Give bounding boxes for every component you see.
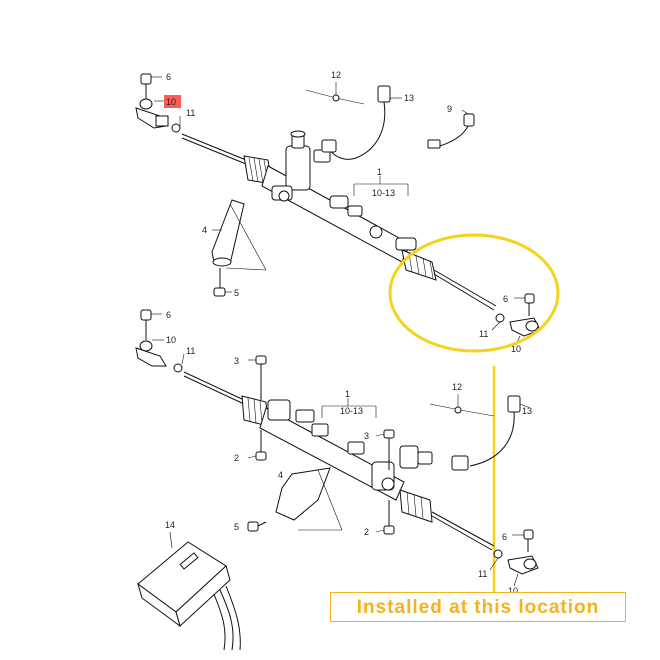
label-bot-14: 14 (165, 520, 175, 530)
label-top-11: 11 (186, 108, 195, 118)
label-bot-right-11: 11 (478, 569, 487, 579)
label-top-1: 1 (377, 167, 382, 177)
bottom-control-module (137, 531, 241, 651)
top-group-bracket (353, 176, 409, 196)
label-bot-11: 11 (186, 346, 195, 356)
part-10-highlight-badge (164, 95, 181, 108)
bottom-group-bracket (321, 398, 377, 418)
bottom-leader-lines (151, 313, 531, 587)
label-bot-2b: 2 (364, 527, 369, 537)
top-right-tie-rod-end (509, 293, 541, 337)
label-bot-right-6: 6 (502, 532, 507, 542)
top-rack-housing (261, 165, 411, 263)
top-right-tie-rod (433, 269, 497, 307)
label-bot-1: 1 (345, 389, 350, 399)
label-top-10-13: 10-13 (372, 188, 395, 198)
top-left-nut (171, 123, 181, 133)
label-bot-10-13: 10-13 (340, 406, 363, 416)
bottom-left-nut (173, 363, 183, 373)
bottom-bolt-2a (255, 430, 267, 461)
label-bot-3b: 3 (364, 431, 369, 441)
label-top-right-11: 11 (479, 329, 488, 339)
label-top-13: 13 (404, 93, 414, 103)
bottom-bolt-2b (383, 500, 395, 535)
bottom-rack-housing (259, 407, 405, 501)
label-bot-6: 6 (166, 310, 171, 320)
label-top-12: 12 (331, 70, 341, 80)
label-top-9: 9 (447, 104, 452, 114)
top-assembly (135, 73, 541, 346)
bottom-left-tie-rod (183, 371, 245, 401)
top-bolt (213, 268, 226, 297)
bottom-bracket (275, 467, 343, 531)
highlight-ellipse (388, 233, 560, 353)
label-top-5: 5 (234, 288, 239, 298)
top-left-tie-rod (181, 133, 247, 161)
bottom-right-boot (399, 489, 433, 523)
bottom-left-tie-rod-end (135, 309, 167, 367)
label-bot-13: 13 (522, 406, 532, 416)
label-top-6: 6 (166, 72, 171, 82)
bottom-bolt-3a (255, 355, 267, 400)
bottom-right-tie-rod-end (507, 529, 539, 575)
installed-location-caption: Installed at this location (330, 592, 626, 622)
label-bot-4: 4 (278, 470, 283, 480)
label-top-4: 4 (202, 225, 207, 235)
top-sensor (427, 113, 475, 149)
label-top-10: 10 (166, 97, 176, 107)
top-right-nut (495, 313, 505, 323)
bottom-assembly (135, 309, 539, 651)
bottom-right-tie-rod (431, 511, 495, 547)
bottom-right-nut (493, 549, 503, 559)
label-bot-2a: 2 (234, 453, 239, 463)
label-bot-5: 5 (234, 522, 239, 532)
label-bot-right-10: 10 (508, 586, 518, 596)
label-bot-10: 10 (166, 335, 176, 345)
label-top-right-6: 6 (503, 294, 508, 304)
top-valve-housing (271, 130, 417, 251)
top-right-boot (401, 249, 437, 281)
bottom-sensor-harness (429, 394, 521, 471)
top-bracket (211, 199, 267, 271)
bottom-bolt-5 (247, 521, 267, 532)
top-leader-lines (151, 76, 525, 346)
top-sensor-harness (305, 82, 391, 160)
label-bot-3a: 3 (234, 356, 239, 366)
label-bot-12: 12 (452, 382, 462, 392)
top-left-tie-rod-end (135, 73, 169, 129)
label-top-right-10: 10 (511, 344, 521, 354)
